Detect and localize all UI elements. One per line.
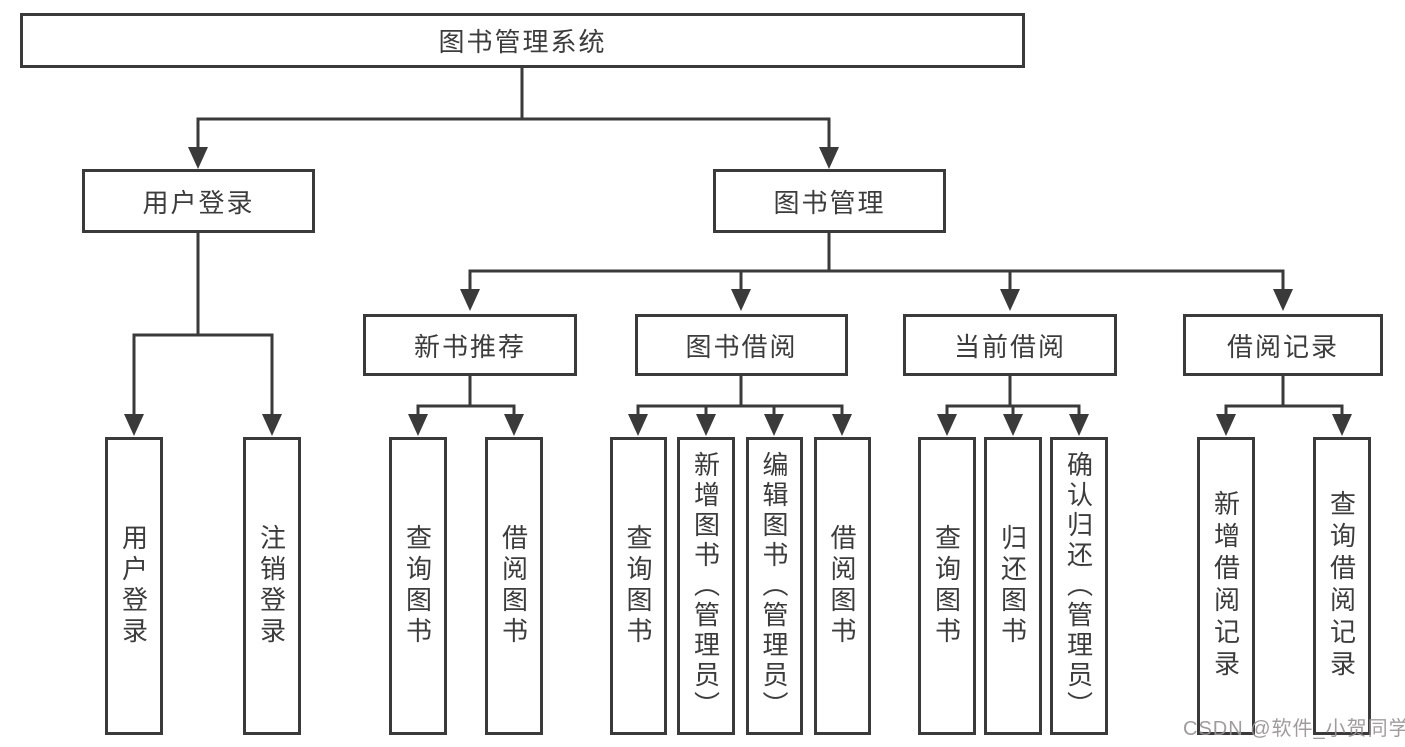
node-book-management: 图书管理 <box>713 169 946 233</box>
leaf-cb-return-books: 归还图书 <box>984 437 1042 735</box>
node-user-login-label: 用户登录 <box>142 187 255 218</box>
leaf-nbr-borrow-books: 借阅图书 <box>485 437 543 735</box>
leaf-cb-return-books-label: 归还图书 <box>997 524 1028 648</box>
leaf-nbr-query-books-label: 查询图书 <box>402 524 433 648</box>
node-borrowing-records-label: 借阅记录 <box>1226 331 1339 362</box>
leaf-bb-edit-books-admin-label: 编辑图书（管理员） <box>759 451 789 721</box>
leaf-cb-query-books-label: 查询图书 <box>931 524 962 648</box>
leaf-br-add-record-label: 新增借阅记录 <box>1210 490 1241 682</box>
node-book-management-label: 图书管理 <box>773 187 886 218</box>
leaf-bb-edit-books-admin: 编辑图书（管理员） <box>746 437 803 735</box>
leaf-nbr-query-books: 查询图书 <box>389 437 447 735</box>
leaf-cb-confirm-return-admin-label: 确认归还（管理员） <box>1063 451 1094 721</box>
leaf-bb-query-books: 查询图书 <box>610 437 667 735</box>
leaf-user-login-label: 用户登录 <box>118 524 149 648</box>
leaf-bb-query-books-label: 查询图书 <box>623 524 653 648</box>
leaf-bb-borrow-books: 借阅图书 <box>814 437 871 735</box>
node-current-borrowing: 当前借阅 <box>903 314 1117 376</box>
arrowhead-icons <box>124 147 1352 436</box>
leaf-bb-borrow-books-label: 借阅图书 <box>827 524 857 648</box>
leaf-br-query-record: 查询借阅记录 <box>1313 437 1371 735</box>
leaf-user-login: 用户登录 <box>105 437 163 735</box>
node-new-book-recommendation-label: 新书推荐 <box>413 331 526 362</box>
leaf-br-add-record: 新增借阅记录 <box>1197 437 1255 735</box>
leaf-br-query-record-label: 查询借阅记录 <box>1326 490 1357 682</box>
node-new-book-recommendation: 新书推荐 <box>363 314 577 376</box>
leaf-nbr-borrow-books-label: 借阅图书 <box>498 524 529 648</box>
leaf-cb-query-books: 查询图书 <box>918 437 976 735</box>
node-borrowing-records: 借阅记录 <box>1183 314 1383 376</box>
node-book-borrowing-label: 图书借阅 <box>685 331 798 362</box>
leaf-bb-add-books-admin-label: 新增图书（管理员） <box>690 451 721 721</box>
leaf-logout-label: 注销登录 <box>256 524 287 648</box>
leaf-cb-confirm-return-admin: 确认归还（管理员） <box>1050 437 1108 735</box>
node-user-login: 用户登录 <box>82 169 315 233</box>
leaf-logout: 注销登录 <box>243 437 301 735</box>
csdn-watermark: CSDN @软件_小贺同学 <box>1183 718 1405 740</box>
node-current-borrowing-label: 当前借阅 <box>953 331 1066 362</box>
node-root: 图书管理系统 <box>20 13 1025 68</box>
node-root-label: 图书管理系统 <box>438 27 607 57</box>
leaf-bb-add-books-admin: 新增图书（管理员） <box>677 437 735 735</box>
node-book-borrowing: 图书借阅 <box>635 314 848 376</box>
